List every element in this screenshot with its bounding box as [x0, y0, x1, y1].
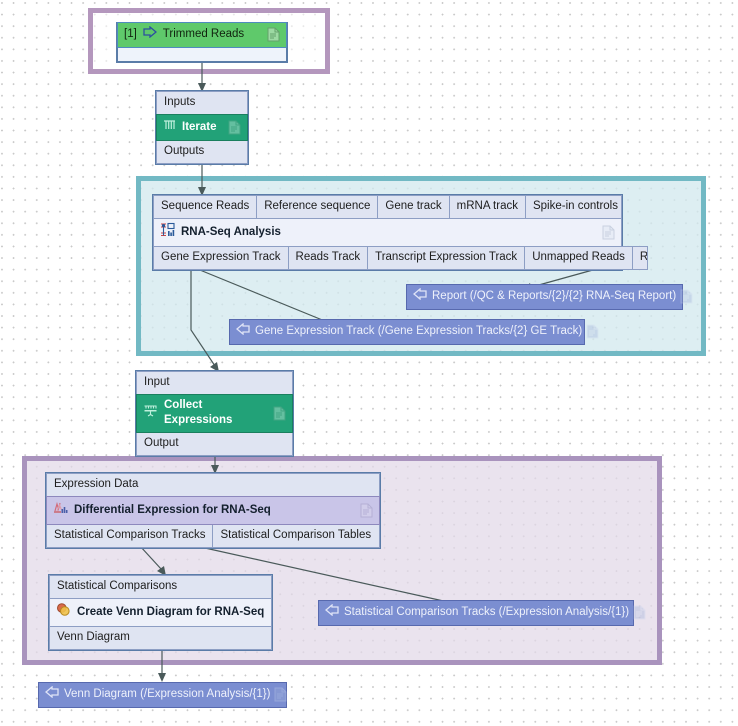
- rna-seq-output-port-3[interactable]: Unmapped Reads: [524, 246, 633, 270]
- output-arrow-icon: [235, 322, 250, 340]
- document-icon[interactable]: [586, 324, 599, 339]
- document-icon[interactable]: [633, 605, 646, 620]
- venn-diagram-chip-label: Venn Diagram (/Expression Analysis/{1}): [64, 688, 271, 700]
- rna-seq-input-port-4[interactable]: Spike-in controls: [524, 195, 622, 219]
- create-venn-diagram-title: Create Venn Diagram for RNA-Seq: [77, 605, 265, 618]
- input-arrow-icon: [143, 25, 157, 43]
- gene-expression-track-chip-label: Gene Expression Track (/Gene Expression …: [255, 325, 583, 337]
- output-arrow-icon: [324, 603, 339, 621]
- document-icon[interactable]: [360, 503, 373, 518]
- document-icon[interactable]: [680, 289, 693, 304]
- statistical-comparison-tracks-chip-label: Statistical Comparison Tracks (/Expressi…: [344, 606, 630, 618]
- report-chip-label: Report (/QC & Reports/{2}/{2} RNA-Seq Re…: [432, 290, 677, 302]
- trimmed-reads-title: Trimmed Reads: [162, 28, 245, 40]
- iterate-title: Iterate: [182, 120, 217, 133]
- node-rna-seq-analysis[interactable]: Sequence Reads Reference sequence Gene t…: [152, 194, 648, 271]
- node-trimmed-reads[interactable]: [1] Trimmed Reads: [116, 22, 288, 63]
- venn-diagram-chip[interactable]: Venn Diagram (/Expression Analysis/{1}): [38, 682, 287, 708]
- rna-seq-icon: [160, 222, 175, 242]
- statistical-comparison-tracks-chip[interactable]: Statistical Comparison Tracks (/Expressi…: [318, 600, 646, 626]
- iterate-inputs-port[interactable]: Inputs: [156, 91, 248, 115]
- collect-expressions-title: Collect Expressions: [164, 399, 233, 426]
- differential-expression-output-port-0[interactable]: Statistical Comparison Tracks: [46, 524, 214, 548]
- create-venn-diagram-input-port[interactable]: Statistical Comparisons: [49, 575, 272, 599]
- differential-expression-outputs-row: Statistical Comparison Tracks Statistica…: [46, 524, 380, 548]
- collect-expressions-input-port[interactable]: Input: [136, 371, 293, 395]
- document-icon[interactable]: [273, 406, 286, 421]
- create-venn-diagram-output-port[interactable]: Venn Diagram: [49, 626, 272, 650]
- output-arrow-icon: [44, 685, 59, 703]
- rna-seq-output-port-0[interactable]: Gene Expression Track: [153, 246, 289, 270]
- trimmed-reads-index: [1]: [124, 28, 137, 40]
- collect-expressions-icon: [143, 404, 158, 422]
- collect-expressions-output-port[interactable]: Output: [136, 432, 293, 456]
- differential-expression-output-port-1[interactable]: Statistical Comparison Tables: [212, 524, 380, 548]
- rna-seq-input-port-1[interactable]: Reference sequence: [256, 195, 379, 219]
- report-chip[interactable]: Report (/QC & Reports/{2}/{2} RNA-Seq Re…: [406, 284, 693, 310]
- create-venn-diagram-title-row[interactable]: Create Venn Diagram for RNA-Seq: [49, 598, 272, 627]
- gene-expression-track-chip[interactable]: Gene Expression Track (/Gene Expression …: [229, 319, 599, 345]
- collect-expressions-title-row[interactable]: Collect Expressions: [136, 394, 293, 433]
- output-arrow-icon: [412, 287, 427, 305]
- iterate-outputs-port[interactable]: Outputs: [156, 140, 248, 164]
- iterate-icon: [163, 118, 176, 136]
- trimmed-reads-blank-row: [117, 47, 287, 62]
- venn-diagram-icon: [56, 602, 71, 622]
- iterate-title-row[interactable]: Iterate: [156, 114, 248, 141]
- node-collect-expressions[interactable]: Input Collect Expressions Output: [135, 370, 294, 457]
- node-differential-expression[interactable]: Expression Data Differential Expression …: [45, 472, 381, 549]
- rna-seq-output-port-4[interactable]: Report: [631, 246, 648, 270]
- rna-seq-outputs-row: Gene Expression Track Reads Track Transc…: [153, 246, 648, 270]
- differential-expression-input-port[interactable]: Expression Data: [46, 473, 380, 497]
- trimmed-reads-title-row[interactable]: [1] Trimmed Reads: [117, 22, 287, 48]
- differential-expression-icon: [53, 500, 68, 520]
- rna-seq-output-port-1[interactable]: Reads Track: [287, 246, 369, 270]
- document-icon[interactable]: [602, 225, 615, 240]
- rna-seq-output-port-2[interactable]: Transcript Expression Track: [367, 246, 526, 270]
- rna-seq-input-port-2[interactable]: Gene track: [377, 195, 450, 219]
- node-create-venn-diagram[interactable]: Statistical Comparisons Create Venn Diag…: [48, 574, 273, 651]
- document-icon[interactable]: [228, 120, 241, 135]
- rna-seq-input-port-0[interactable]: Sequence Reads: [153, 195, 258, 219]
- document-icon[interactable]: [274, 687, 287, 702]
- node-iterate[interactable]: Inputs Iterate Outputs: [155, 90, 249, 165]
- rna-seq-inputs-row: Sequence Reads Reference sequence Gene t…: [153, 195, 622, 219]
- rna-seq-input-port-3[interactable]: mRNA track: [448, 195, 526, 219]
- differential-expression-title-row[interactable]: Differential Expression for RNA-Seq: [46, 496, 380, 525]
- differential-expression-title: Differential Expression for RNA-Seq: [74, 503, 271, 516]
- document-icon[interactable]: [267, 27, 280, 42]
- rna-seq-title: RNA-Seq Analysis: [181, 225, 281, 238]
- rna-seq-title-row[interactable]: RNA-Seq Analysis: [153, 218, 622, 247]
